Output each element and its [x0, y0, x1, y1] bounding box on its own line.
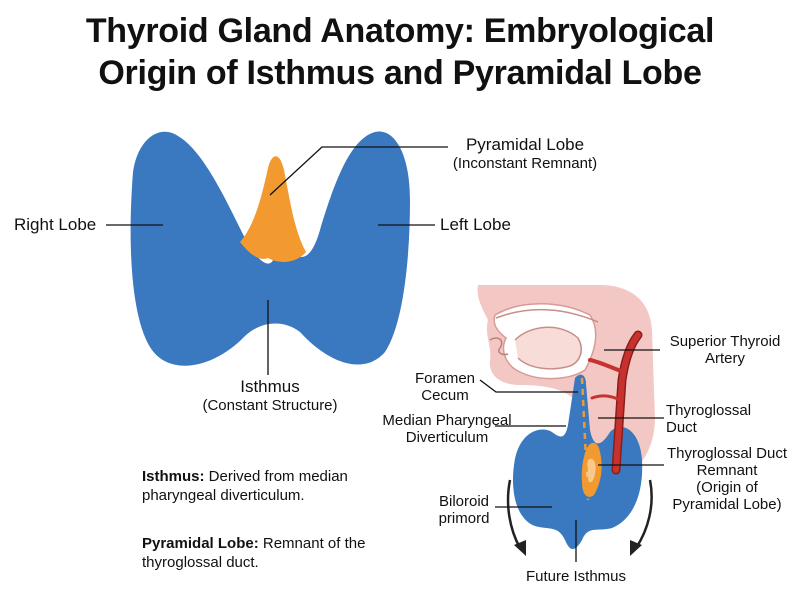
artery-vessel-fill [613, 332, 641, 473]
isthmus-name: Isthmus [240, 377, 300, 396]
median-pharyngeal-line-2: Diverticulum [405, 429, 489, 446]
future-isthmus-label: Future Isthmus [525, 568, 627, 585]
palate-contour [495, 308, 599, 323]
thyroglossal-remnant-line-4: Pyramidal Lobe) [672, 496, 782, 513]
superior-thyroid-artery-line-1: Superior Thyroid [669, 333, 781, 350]
superior-thyroid-artery-label: Superior Thyroid Artery [660, 333, 790, 367]
title-line-1: Thyroid Gland Anatomy: Embryological [85, 12, 715, 50]
foramen-cecum-line-1: Foramen [414, 370, 476, 387]
pyramidal-lobe-name: Pyramidal Lobe [465, 135, 585, 154]
title-line-2: Origin of Isthmus and Pyramidal Lobe [98, 54, 702, 92]
embryo-leader-lines [479, 349, 664, 562]
foramen-cecum-label: Foramen Cecum [405, 370, 485, 404]
right-descent-arrow [634, 479, 653, 549]
pyramidal-note-term: Pyramidal Lobe: [142, 535, 259, 552]
main-leader-lines [106, 146, 448, 375]
pyramidal-lobe-shape [240, 156, 306, 262]
lip-contour [489, 337, 509, 356]
superior-thyroid-artery-line-2: Artery [704, 350, 745, 367]
median-pharyngeal-line-1: Median Pharyngeal [382, 412, 512, 429]
page-title: Thyroid Gland Anatomy: Embryological Ori… [0, 10, 800, 94]
right-arrow-head [630, 540, 642, 556]
remnant-highlight [586, 458, 596, 483]
median-pharyngeal-label: Median Pharyngeal Diverticulum [374, 412, 520, 446]
left-arrow-head [514, 540, 526, 556]
biloroid-label: Biloroid primord [424, 493, 504, 527]
isthmus-sub: (Constant Structure) [202, 397, 338, 414]
isthmus-note-text: Derived from median pharyngeal diverticu… [142, 468, 348, 504]
thyroglossal-duct-label: Thyroglossal Duct [666, 402, 751, 436]
pyramidal-lobe-sub: (Inconstant Remnant) [452, 155, 598, 172]
thyroglossal-remnant-line-3: (Origin of [696, 479, 758, 496]
isthmus-label: Isthmus (Constant Structure) [180, 377, 360, 415]
thyroglossal-remnant-label: Thyroglossal Duct Remnant (Origin of Pyr… [660, 445, 794, 513]
right-lobe-label: Right Lobe [14, 215, 97, 234]
thyroglossal-duct-line-2: Duct [666, 419, 697, 436]
tongue-outline [514, 326, 582, 370]
embryo-thyroid-shape [512, 374, 643, 549]
left-descent-arrow [506, 479, 522, 549]
thyroglossal-remnant-line-1: Thyroglossal Duct [666, 445, 788, 462]
foramen-cecum-line-2: Cecum [421, 387, 469, 404]
superior-thyroid-artery [588, 330, 643, 475]
pyramidal-note-text: Remnant of the thyroglossal duct. [142, 535, 366, 571]
biloroid-line-1: Biloroid [438, 493, 490, 510]
left-lobe-label: Left Lobe [440, 215, 511, 234]
artery-branch-2 [590, 394, 622, 402]
artery-branch [588, 358, 626, 374]
pyramidal-note: Pyramidal Lobe: Remnant of the thyroglos… [142, 534, 382, 572]
thyroglossal-duct-line [580, 377, 590, 501]
embryo-thyroid [512, 374, 643, 549]
descent-arrows [506, 479, 653, 549]
biloroid-line-2: primord [438, 510, 490, 527]
isthmus-note-term: Isthmus: [142, 468, 205, 485]
main-thyroid-gland [130, 131, 410, 366]
isthmus-note: Isthmus: Derived from median pharyngeal … [142, 467, 382, 505]
thyroglossal-duct-line-1: Thyroglossal [666, 402, 752, 419]
thyroid-gland-shape [130, 131, 410, 366]
pyramidal-lobe-label: Pyramidal Lobe (Inconstant Remnant) [440, 135, 610, 173]
thyroglossal-remnant-line-2: Remnant [696, 462, 758, 479]
